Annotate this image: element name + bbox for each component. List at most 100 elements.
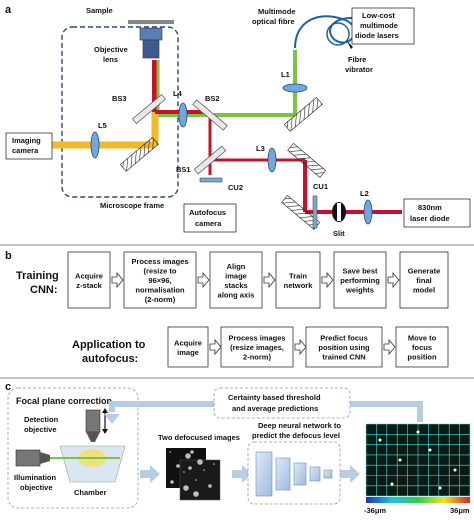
detection-objective-body — [85, 409, 101, 433]
autofocus-camera-box — [183, 203, 237, 233]
application-step-3-line-1: Predict focus — [320, 334, 368, 343]
beam-splitter-bs3 — [132, 93, 166, 125]
training-label-1: Training — [16, 270, 59, 282]
illumination-objective-label-2: objective — [20, 483, 53, 492]
training-step-5-line-1: Save best — [342, 267, 378, 276]
detection-objective-label-2: objective — [24, 425, 57, 434]
deep-net-label-2: predict the defocus level — [252, 431, 340, 440]
beam-splitter-bs2 — [192, 99, 228, 131]
mirror-fibre — [283, 97, 323, 132]
lens-l3 — [267, 147, 277, 173]
laser-diode-box — [403, 198, 471, 228]
cu2-element — [199, 177, 223, 183]
speckle — [203, 469, 205, 471]
chamber-label: Chamber — [74, 488, 107, 497]
certainty-box — [213, 387, 351, 419]
illumination-objective-body — [15, 449, 41, 467]
training-step-6-line-2: final — [416, 276, 431, 285]
training-step-5-line-3: weights — [345, 286, 374, 295]
application-arrow-1 — [209, 338, 222, 356]
application-step-1-box — [167, 326, 209, 368]
application-step-3-line-3: trained CNN — [322, 353, 365, 362]
image-speckles — [169, 450, 215, 497]
application-arrow-3 — [383, 338, 396, 356]
panel-c-letter: c — [5, 381, 11, 393]
cu1-element — [312, 195, 318, 229]
training-step-3-line-3: stacks — [224, 281, 247, 290]
panel-a: a Microscope frame Sample Objective lens… — [5, 4, 471, 238]
fibre-label-1: Multimode — [258, 7, 296, 16]
deep-net-label-1: Deep neural network to — [258, 421, 341, 430]
objective-lens-body — [142, 39, 160, 59]
sample-label: Sample — [86, 6, 113, 15]
training-step-6-line-1: Generate — [408, 267, 441, 276]
cu2-label: CU2 — [228, 183, 243, 192]
speckle — [185, 453, 191, 459]
training-step-2-line-5: (2-norm) — [145, 295, 176, 304]
application-step-4-line-1: Move to — [408, 334, 437, 343]
certainty-label-1: Certainty based threshold — [228, 393, 321, 402]
speckle — [183, 485, 189, 491]
focal-plane-title: Focal plane correction — [16, 396, 112, 406]
mirror-l3 — [287, 143, 327, 178]
application-step-2-line-2: (resize images, — [230, 343, 284, 352]
diode-lasers-box — [351, 7, 415, 45]
slit-opening — [337, 203, 341, 221]
application-arrow-2 — [294, 338, 307, 356]
training-arrow-1 — [111, 271, 124, 289]
lens-l1 — [282, 83, 308, 93]
l2-label: L2 — [360, 189, 369, 198]
application-label-2: autofocus: — [82, 353, 138, 365]
application-step-4-box — [395, 326, 449, 368]
speckle — [176, 464, 180, 468]
speckle — [213, 463, 215, 465]
focus-arrow-down — [102, 429, 108, 434]
focus-arrow-up — [102, 408, 108, 413]
bs3-label: BS3 — [112, 94, 127, 103]
grid-cell-spot — [416, 430, 420, 434]
lens-l2 — [363, 199, 373, 225]
speckle — [169, 451, 171, 453]
autofocus-camera-label-1: Autofocus — [189, 208, 226, 217]
application-step-4-line-3: position — [407, 353, 437, 362]
grid-cell-spot — [398, 458, 402, 462]
training-step-6-line-3: model — [413, 286, 435, 295]
two-images-label: Two defocused images — [158, 433, 240, 442]
scale-min-label: -36μm — [364, 506, 386, 515]
l4-label: L4 — [173, 89, 183, 98]
sample-slide — [128, 20, 174, 24]
imaging-camera-label-1: Imaging — [12, 136, 41, 145]
network-layer-5 — [323, 469, 333, 479]
detection-objective-label-1: Detection — [24, 415, 59, 424]
speckle — [190, 450, 194, 454]
training-step-2-line-2: (resize to — [144, 267, 177, 276]
certainty-label-2: and average predictions — [232, 404, 318, 413]
optical-fibre — [294, 15, 356, 49]
training-step-4-box — [275, 251, 321, 309]
l1-label: L1 — [281, 70, 290, 79]
l5-label: L5 — [98, 121, 107, 130]
training-step-4-line-1: Train — [289, 271, 307, 280]
fibre-label-2: optical fibre — [252, 17, 295, 26]
vibrator-label-2: vibrator — [345, 65, 373, 74]
network-layer-4 — [309, 466, 321, 482]
speckle — [197, 459, 203, 465]
application-step-3-box — [305, 326, 383, 368]
illumination-objective-label-1: Illumination — [14, 473, 57, 482]
application-step-1-line-1: Acquire — [174, 338, 202, 347]
speckle — [193, 491, 199, 497]
network-layer-2 — [275, 457, 291, 491]
laser-diode-label-1: 830nm — [418, 203, 442, 212]
laser-diode-label-2: laser diode — [410, 214, 450, 223]
flow-arrow-1 — [140, 465, 160, 483]
scale-max-label: 36μm — [450, 506, 470, 515]
speckle — [170, 480, 174, 484]
training-step-1-box — [67, 251, 111, 309]
training-arrow-4 — [321, 271, 334, 289]
beam-splitter-bs1 — [193, 145, 227, 175]
training-step-5-line-2: performing — [340, 276, 380, 285]
lasers-label-3: diode lasers — [355, 31, 399, 40]
